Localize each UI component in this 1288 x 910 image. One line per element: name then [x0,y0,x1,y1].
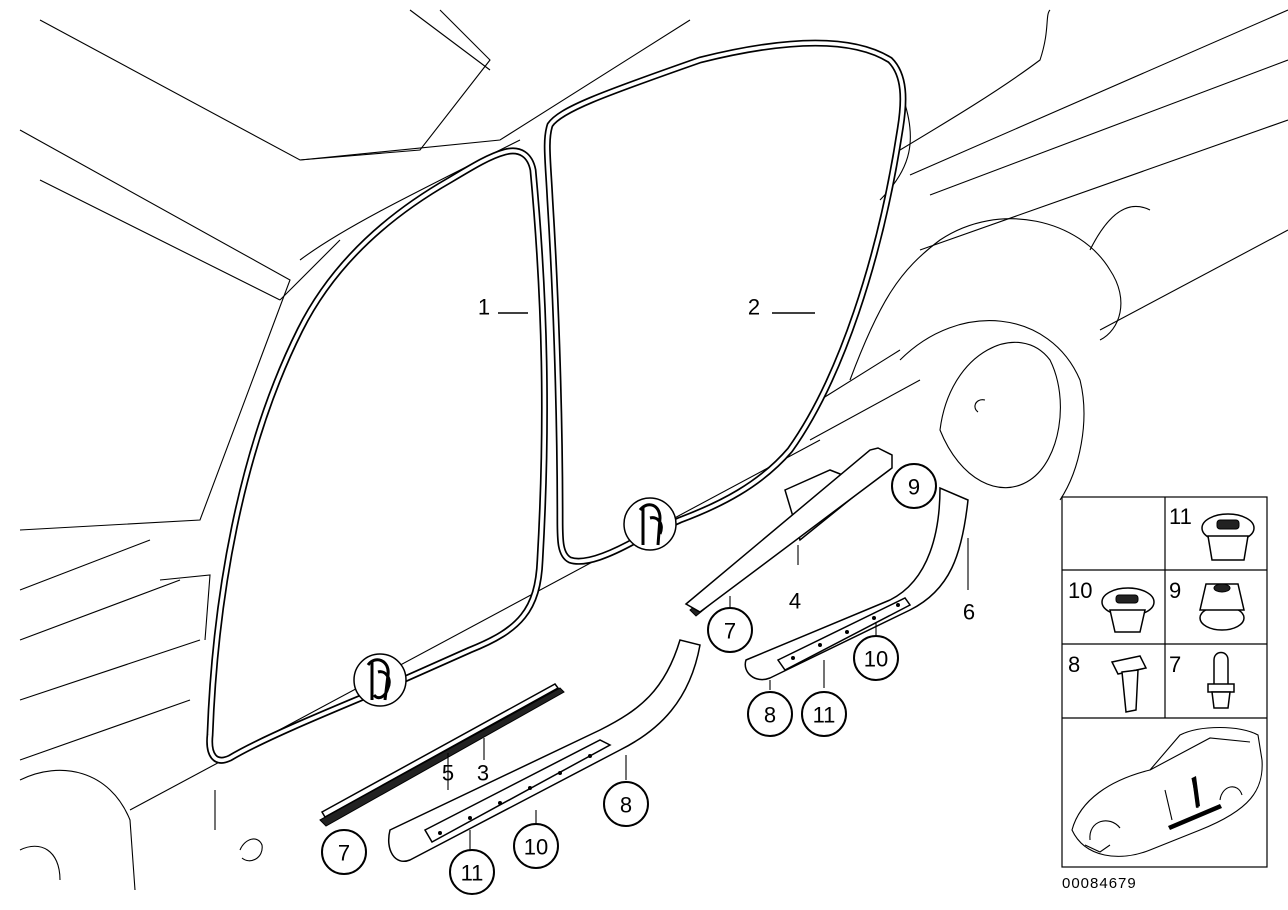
locator-car-thumbnail [1071,726,1263,857]
rear-door-seal [206,147,548,764]
legend-clip-10: 10 [1068,578,1155,633]
front-door-seal [543,39,907,565]
label-4: 4 [789,589,801,614]
callout-7-rear: 7 [321,829,367,875]
label-1: 1 [478,295,490,320]
callout-11-front: 11 [801,691,847,737]
svg-text:7: 7 [338,841,350,866]
callout-8-rear: 8 [603,781,649,827]
svg-text:11: 11 [461,861,484,886]
legend-clip-11: 11 [1169,504,1255,561]
legend-clip-7: 7 [1169,651,1235,709]
label-3: 3 [477,761,489,786]
label-6: 6 [963,600,975,625]
svg-text:8: 8 [764,703,776,728]
callout-10-rear: 10 [513,823,559,869]
callout-11-rear: 11 [449,849,495,895]
svg-text:10: 10 [1068,578,1092,603]
label-5: 5 [442,761,454,786]
front-sill-strip [684,447,893,617]
svg-text:10: 10 [864,647,888,672]
part-number: 00084679 [1062,875,1137,892]
svg-text:9: 9 [908,475,920,500]
fastener-legend: 11 10 9 8 7 [1061,496,1268,868]
callout-9: 9 [891,463,937,509]
callout-8-front: 8 [747,691,793,737]
svg-text:8: 8 [620,793,632,818]
label-2: 2 [748,295,760,320]
callout-7-front: 7 [707,607,753,653]
svg-text:11: 11 [1169,504,1192,529]
svg-text:8: 8 [1068,652,1080,677]
legend-nut-9: 9 [1169,578,1245,631]
svg-text:7: 7 [724,619,736,644]
svg-text:11: 11 [813,703,836,728]
svg-text:7: 7 [1169,652,1181,677]
front-sill-trim [744,486,969,690]
callouts: 7 11 10 8 7 8 11 10 [321,463,937,895]
svg-text:9: 9 [1169,578,1181,603]
rear-sill-trim [388,639,701,862]
legend-clip-8: 8 [1068,652,1148,713]
rear-sill-strip [319,683,565,827]
part-labels: 1 2 3 4 5 6 [442,295,975,786]
callout-10-front: 10 [853,635,899,681]
svg-text:10: 10 [524,835,548,860]
